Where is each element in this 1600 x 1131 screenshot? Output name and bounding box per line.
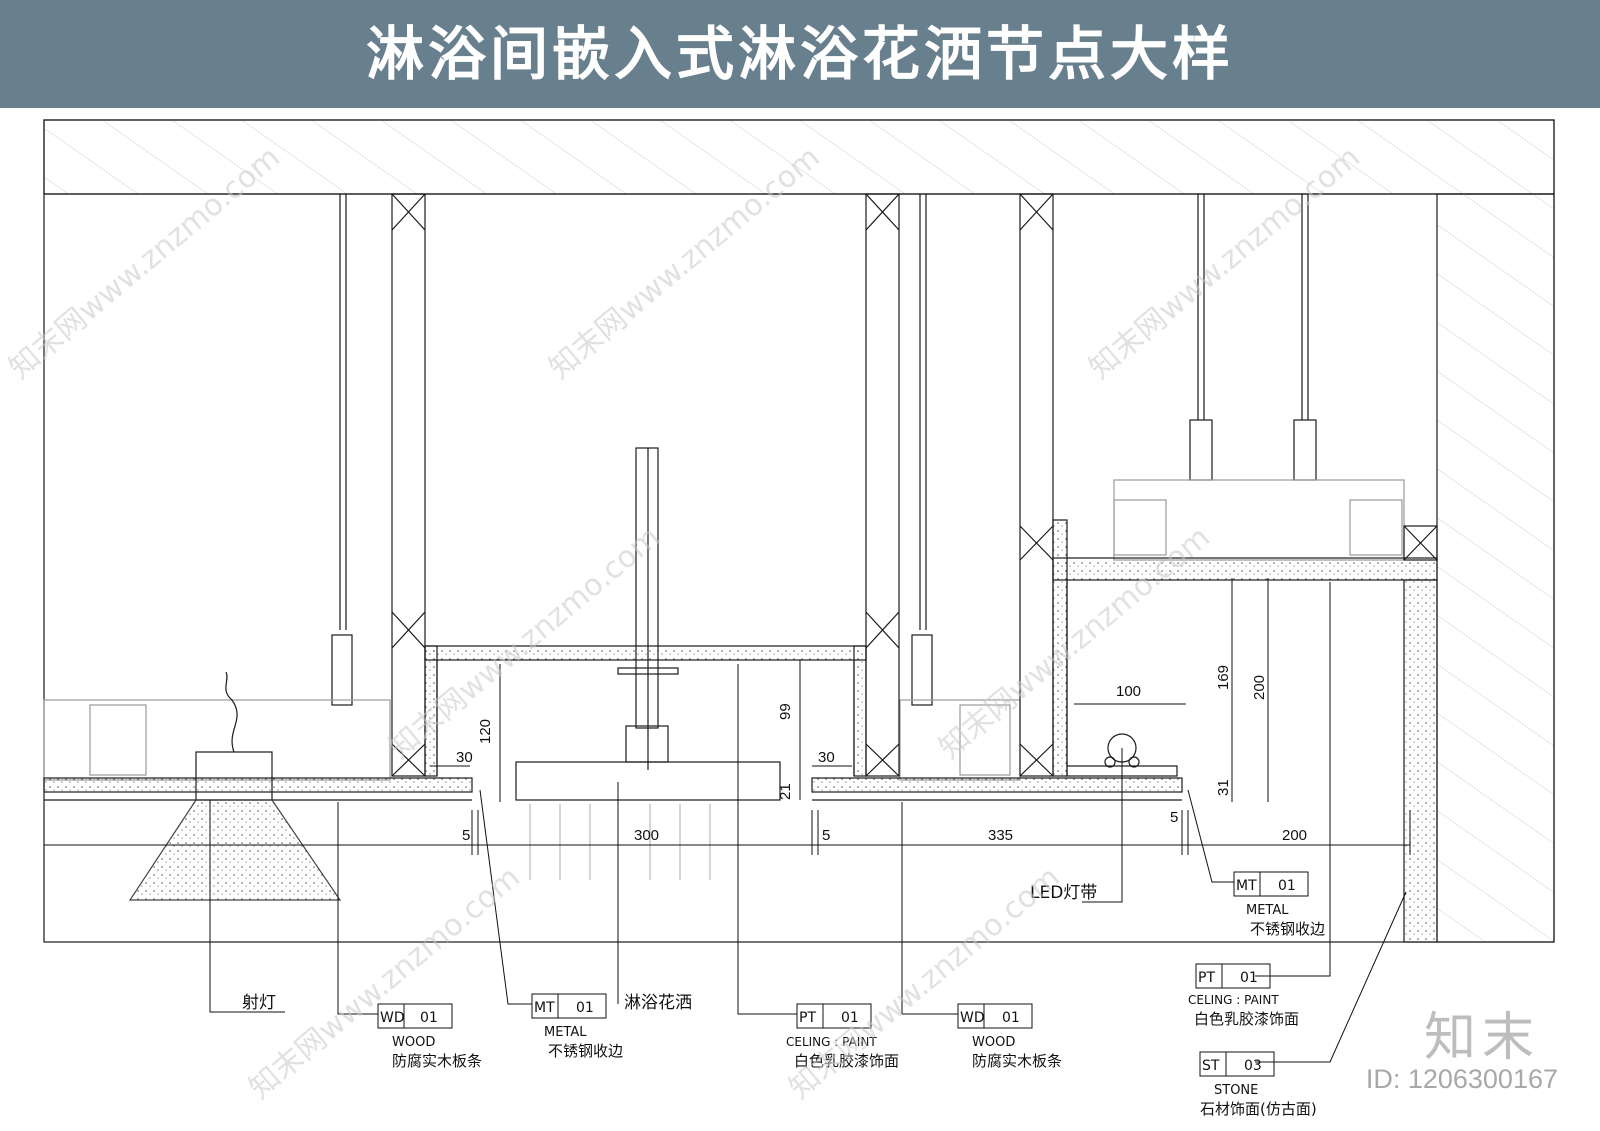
- tag-code: MT: [1236, 878, 1257, 894]
- watermark-text: 知末网www.znzmo.com: [933, 520, 1217, 766]
- right-wall: [1436, 193, 1555, 943]
- tag-pt01-left: PT 01 CELING : PAINT 白色乳胶漆饰面: [786, 1003, 899, 1070]
- tag-wd01-right: WD 01 WOOD 防腐实木板条: [957, 1003, 1062, 1070]
- tag-chinese: 防腐实木板条: [392, 1052, 482, 1070]
- tag-english: CELING : PAINT: [786, 1035, 877, 1049]
- tag-number: 01: [420, 1010, 438, 1026]
- brand-logo: 知末: [1423, 1008, 1540, 1068]
- dim-100: 100: [1116, 683, 1141, 700]
- tag-english: STONE: [1214, 1083, 1258, 1098]
- tag-code: PT: [1198, 970, 1215, 986]
- dim-200-horizontal: 200: [1282, 827, 1307, 844]
- dim-200-vertical: 200: [1251, 675, 1268, 700]
- tag-wd01-left: WD 01 WOOD 防腐实木板条: [377, 1003, 482, 1070]
- dim-335: 335: [988, 827, 1013, 844]
- concrete-slab: [43, 119, 1555, 195]
- tag-code: WD: [380, 1010, 405, 1026]
- tag-english: METAL: [1246, 903, 1289, 918]
- label-shower: 淋浴花洒: [624, 993, 692, 1013]
- dim-30-right: 30: [818, 749, 835, 766]
- dim-169: 169: [1215, 665, 1232, 690]
- tag-number: 01: [1278, 878, 1296, 894]
- shower-head: [515, 761, 781, 801]
- tag-code: ST: [1202, 1058, 1220, 1074]
- tag-number: 01: [576, 1000, 594, 1016]
- stone-cladding: [1403, 579, 1438, 943]
- tag-chinese: 石材饰面(仿古面): [1200, 1100, 1317, 1118]
- tag-number: 03: [1244, 1058, 1262, 1074]
- spotlight-body: [195, 751, 273, 801]
- dim-31: 31: [1215, 779, 1232, 796]
- tag-pt01-right: PT 01 CELING : PAINT 白色乳胶漆饰面: [1188, 963, 1299, 1028]
- ceiling-board-left: [43, 777, 473, 793]
- tag-chinese: 白色乳胶漆饰面: [794, 1052, 899, 1070]
- ceiling-board-right: [811, 777, 1183, 793]
- tag-chinese: 白色乳胶漆饰面: [1194, 1010, 1299, 1028]
- tag-code: WD: [960, 1010, 985, 1026]
- tag-chinese: 防腐实木板条: [972, 1052, 1062, 1070]
- dim-99: 99: [777, 703, 794, 720]
- dim-5-right: 5: [1170, 809, 1178, 826]
- tag-chinese: 不锈钢收边: [548, 1042, 623, 1060]
- tag-number: 01: [841, 1010, 859, 1026]
- tag-number: 01: [1002, 1010, 1020, 1026]
- dim-21: 21: [777, 783, 794, 800]
- dim-5-mid: 5: [822, 827, 830, 844]
- tag-english: WOOD: [392, 1035, 435, 1050]
- timber-battens: [391, 193, 1438, 777]
- tag-code: MT: [534, 1000, 555, 1016]
- tag-code: PT: [799, 1010, 816, 1026]
- title-bar: [0, 0, 1600, 108]
- label-spotlight: 射灯: [242, 993, 276, 1013]
- label-led-strip: LED灯带: [1030, 883, 1097, 903]
- tag-english: METAL: [544, 1025, 587, 1040]
- tag-number: 01: [1240, 970, 1258, 986]
- tag-mt01-left: MT 01 METAL 不锈钢收边: [531, 993, 623, 1060]
- tag-chinese: 不锈钢收边: [1250, 920, 1325, 938]
- image-id: ID: 1206300167: [1365, 1064, 1558, 1094]
- tag-mt01-right: MT 01 METAL 不锈钢收边: [1233, 871, 1325, 938]
- dim-300: 300: [634, 827, 659, 844]
- page-title: 淋浴间嵌入式淋浴花洒节点大样: [365, 20, 1234, 88]
- tag-english: WOOD: [972, 1035, 1015, 1050]
- dim-120: 120: [477, 719, 494, 744]
- dim-30-left: 30: [456, 749, 473, 766]
- dim-5-left: 5: [462, 827, 470, 844]
- shower-pipe: [635, 447, 659, 729]
- tag-st03: ST 03 STONE 石材饰面(仿古面): [1199, 1051, 1317, 1118]
- tag-english: CELING : PAINT: [1188, 993, 1279, 1007]
- watermark-layer: 知末网www.znzmo.com 知末网www.znzmo.com 知末网www…: [3, 140, 1367, 1106]
